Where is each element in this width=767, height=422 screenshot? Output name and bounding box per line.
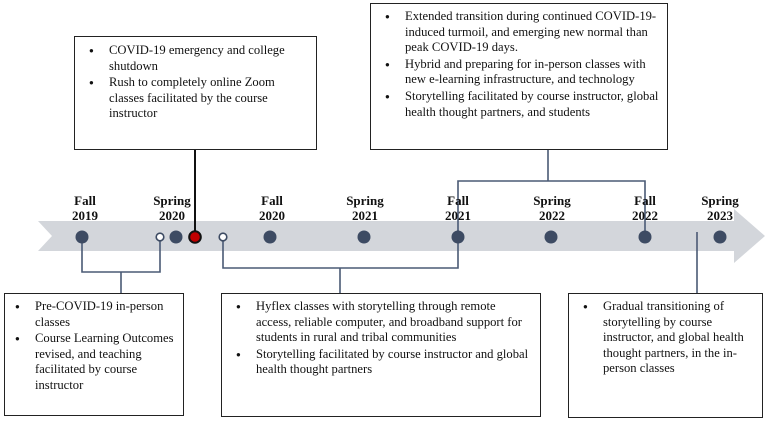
label-year: 2022 (632, 208, 658, 223)
timeline-arrow (38, 209, 765, 263)
label-year: 2020 (159, 208, 185, 223)
label-fall-2019: Fall 2019 (55, 193, 115, 223)
bullet-item: Pre-COVID-19 in-person classes (15, 299, 177, 330)
label-year: 2020 (259, 208, 285, 223)
label-fall-2020: Fall 2020 (242, 193, 302, 223)
label-term: Fall (74, 193, 96, 208)
dot-spring-2021 (357, 230, 371, 244)
label-year: 2021 (445, 208, 471, 223)
dot-fall-2019 (75, 230, 89, 244)
box-pre-covid: Pre-COVID-19 in-person classes Course Le… (4, 293, 184, 416)
box-hyflex: Hyflex classes with storytelling through… (221, 293, 541, 417)
dot-small-2020 (218, 232, 228, 242)
dot-spring-2023 (713, 230, 727, 244)
label-year: 2022 (539, 208, 565, 223)
dot-fall-2022 (638, 230, 652, 244)
bullet-item: Gradual transitioning of storytelling by… (583, 299, 754, 377)
label-term: Spring (153, 193, 191, 208)
bullet-item: Rush to completely online Zoom classes f… (89, 75, 308, 122)
label-fall-2022: Fall 2022 (615, 193, 675, 223)
bullet-item: Course Learning Outcomes revised, and te… (15, 331, 177, 393)
box-transition: Extended transition during continued COV… (370, 3, 668, 150)
label-year: 2021 (352, 208, 378, 223)
label-term: Fall (634, 193, 656, 208)
label-year: 2023 (707, 208, 733, 223)
box-shutdown: COVID-19 emergency and college shutdown … (74, 36, 317, 150)
label-spring-2022: Spring 2022 (522, 193, 582, 223)
label-term: Spring (533, 193, 571, 208)
dot-fall-2021 (451, 230, 465, 244)
label-term: Spring (701, 193, 739, 208)
dot-spring-2020 (169, 230, 183, 244)
label-year: 2019 (72, 208, 98, 223)
connector-transition (457, 180, 646, 232)
bullet-item: Storytelling facilitated by course instr… (385, 89, 659, 120)
box-gradual: Gradual transitioning of storytelling by… (568, 293, 763, 418)
bullet-item: Extended transition during continued COV… (385, 9, 659, 56)
label-term: Fall (261, 193, 283, 208)
dot-small-2019 (155, 232, 165, 242)
dot-spring-2022 (544, 230, 558, 244)
bullet-item: Hybrid and preparing for in-person class… (385, 57, 659, 88)
bullet-item: Hyflex classes with storytelling through… (236, 299, 532, 346)
label-fall-2021: Fall 2021 (428, 193, 488, 223)
bullet-item: Storytelling facilitated by course instr… (236, 347, 532, 378)
label-spring-2021: Spring 2021 (335, 193, 395, 223)
label-term: Spring (346, 193, 384, 208)
label-term: Fall (447, 193, 469, 208)
dot-fall-2020 (263, 230, 277, 244)
bullet-item: COVID-19 emergency and college shutdown (89, 43, 308, 74)
label-spring-2020: Spring 2020 (142, 193, 202, 223)
label-spring-2023: Spring 2023 (690, 193, 750, 223)
dot-shutdown (188, 230, 202, 244)
